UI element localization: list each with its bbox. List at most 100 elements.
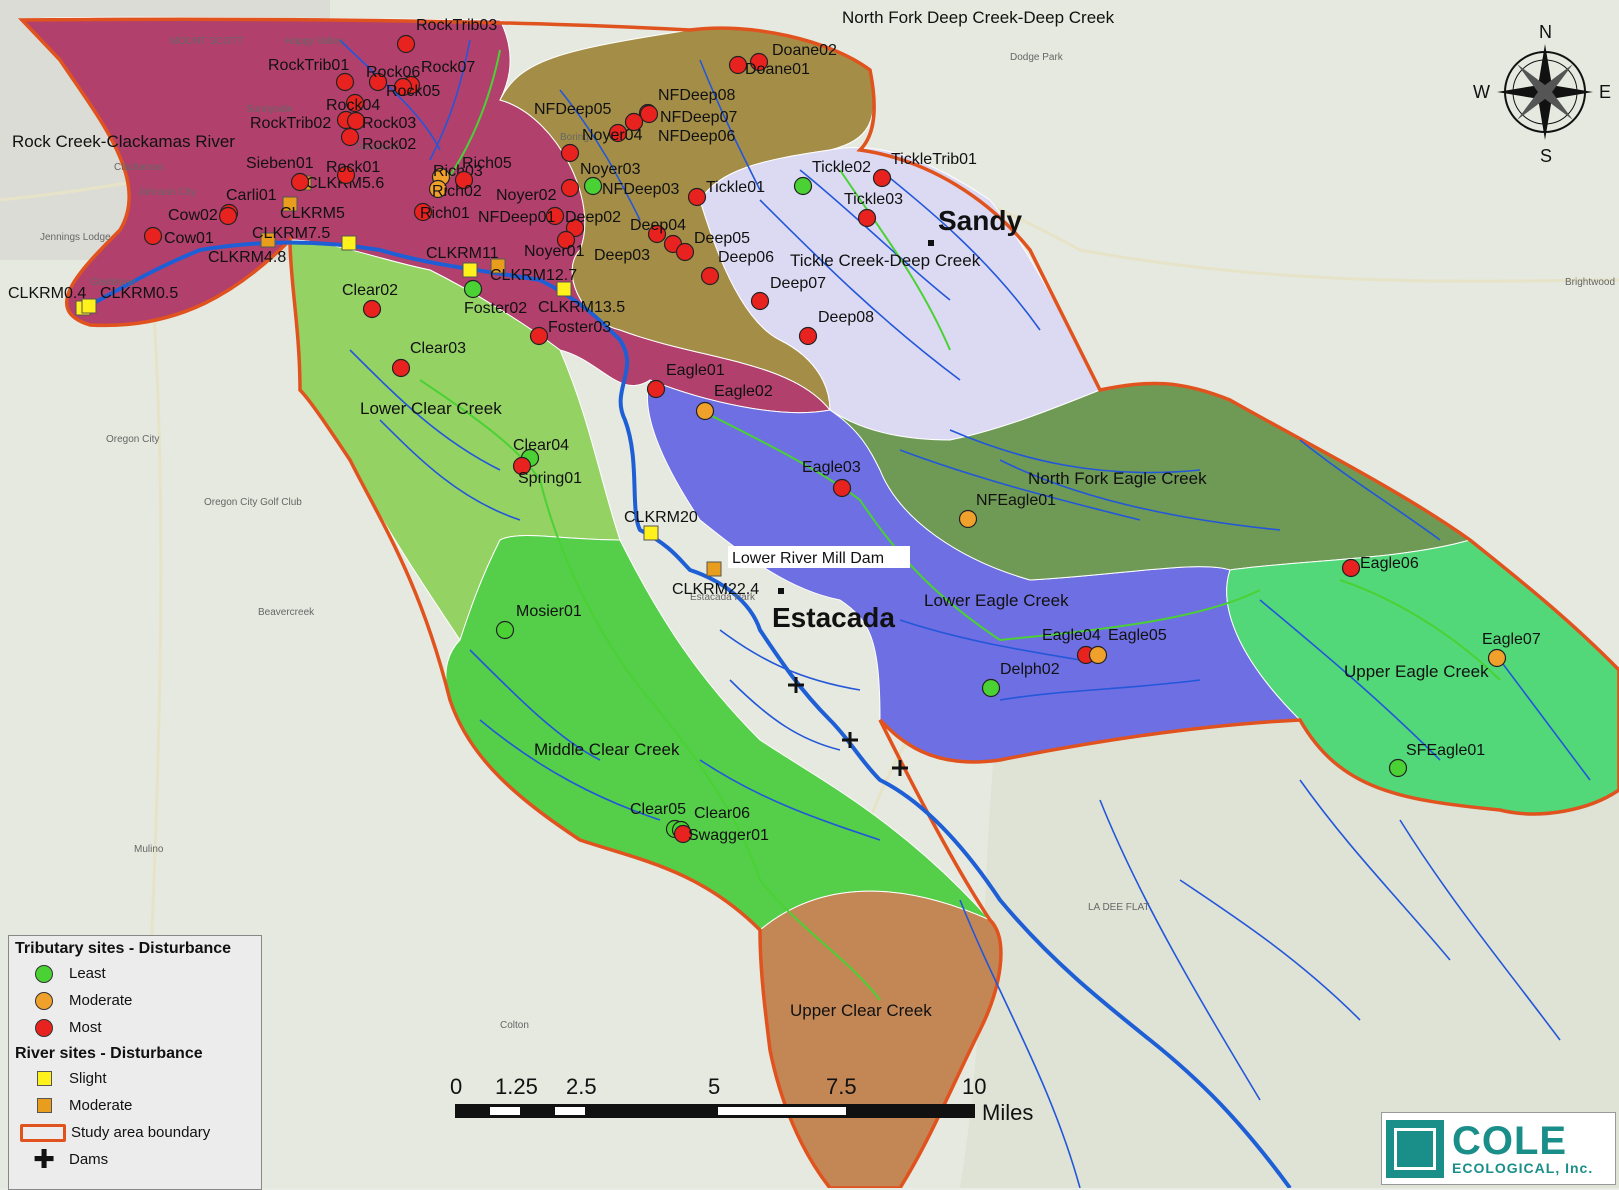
moderate-dot-icon [35, 991, 53, 1010]
basemap-label: Colton [500, 1020, 529, 1031]
tributary-site-label: SFEagle01 [1406, 742, 1485, 759]
tributary-site-label: Deep04 [630, 217, 686, 234]
tributary-site-marker [345, 93, 365, 113]
river-site-marker [556, 281, 572, 297]
legend-item: Moderate [9, 1092, 261, 1119]
tributary-site-marker [958, 509, 978, 529]
dam-label: Lower River Mill Dam [732, 550, 884, 567]
tributary-site-marker [391, 358, 411, 378]
tributary-site-marker [1388, 758, 1408, 778]
river-site-label: CLKRM20 [624, 509, 698, 526]
tributary-site-label: NFDeep08 [658, 87, 735, 104]
tributary-site-marker [545, 206, 565, 226]
tributary-site-label: Clear03 [410, 340, 466, 357]
river-site-label: CLKRM7.5 [252, 225, 330, 242]
tributary-site-label: Rock04 [326, 97, 380, 114]
dam-icon [842, 732, 858, 748]
scale-bar: 0 1.25 2.5 5 7.5 10 Miles [450, 1074, 1033, 1125]
tributary-site-marker [857, 208, 877, 228]
basemap-labels: Happy Valley MOUNT SCOTT Clackamas Johns… [40, 36, 1615, 1031]
region-label: Upper Clear Creek [790, 1001, 932, 1020]
basemap-label: Oregon City Golf Club [204, 497, 302, 508]
region-label: Rock Creek-Clackamas River [12, 132, 235, 151]
study-area-boundary [17, 17, 1619, 1188]
tributary-site-label: Tickle02 [812, 159, 871, 176]
tributary-site-marker [981, 678, 1001, 698]
tributary-site-marker [793, 176, 813, 196]
tributary-site-marker [336, 165, 356, 185]
basemap-label: Oregon City [106, 434, 159, 445]
basemap-label: Beavercreek [258, 607, 315, 618]
tributary-site-label: RockTrib03 [416, 17, 497, 34]
tributary-site-label: Clear05 [630, 801, 686, 818]
dam-icon [788, 677, 804, 693]
tributary-site-label: Tickle01 [706, 179, 765, 196]
tributary-site-label: Rock06 [366, 64, 420, 81]
legend-item: Most [9, 1014, 261, 1041]
tributary-site-label: Rock01 [326, 159, 380, 176]
basemap-label: Estacada Park [690, 592, 756, 603]
town-label-estacada: Estacada [772, 602, 895, 633]
least-dot-icon [35, 964, 53, 983]
tributary-site-label: Deep08 [818, 309, 874, 326]
scale-tick: 1.25 [495, 1074, 538, 1099]
basemap-label: MOUNT SCOTT [170, 36, 243, 47]
legend-label: Least [69, 965, 106, 982]
tributary-site-marker [218, 206, 238, 226]
tributary-site-label: Eagle06 [1360, 555, 1419, 572]
tributary-site-label: Eagle02 [714, 383, 773, 400]
tributary-site-label: Delph02 [1000, 661, 1060, 678]
moderate-square-icon [36, 1098, 52, 1113]
dams [788, 677, 908, 776]
scale-tick: 0 [450, 1074, 462, 1099]
river-site-label: CLKRM13.5 [538, 299, 625, 316]
tributary-site-label: Clear06 [694, 805, 750, 822]
tributary-site-marker [798, 326, 818, 346]
scale-unit: Miles [982, 1100, 1033, 1125]
tributary-site-marker [529, 326, 549, 346]
tributary-site-label: Deep03 [594, 247, 650, 264]
river-site-marker [341, 235, 357, 251]
tributary-site-label: NFDeep07 [660, 109, 737, 126]
tributary-site-marker [1487, 648, 1507, 668]
tributary-site-marker [463, 279, 483, 299]
tributary-site-label: Noyer04 [582, 127, 643, 144]
most-dot-icon [35, 1018, 53, 1037]
tributary-site-label: RockTrib01 [268, 57, 349, 74]
tributary-site-label: NFDeep05 [534, 101, 611, 118]
tributary-site-label: Deep06 [718, 249, 774, 266]
basemap-label: Johnson City [138, 187, 196, 198]
tributary-site-marker [512, 456, 532, 476]
basemap-label: Brightwood [1565, 277, 1615, 288]
tributary-site-marker [639, 104, 659, 124]
streams [339, 39, 1591, 1188]
tributary-site-label: Clear04 [513, 437, 569, 454]
legend-item: Moderate [9, 987, 261, 1014]
river-site-marker [81, 298, 97, 314]
tributary-site-marker [1341, 558, 1361, 578]
scale-tick: 7.5 [826, 1074, 857, 1099]
region-labels: Rock Creek-Clackamas River North Fork De… [12, 8, 1489, 1020]
tributary-site-marker [695, 401, 715, 421]
scale-tick: 2.5 [566, 1074, 597, 1099]
tributary-site-marker [750, 291, 770, 311]
tributary-site-marker [556, 230, 576, 250]
town-label-sandy: Sandy [938, 205, 1022, 236]
tributary-site-label: TickleTrib01 [891, 151, 977, 168]
tributary-site-marker [428, 179, 448, 199]
tributary-site-label: Rich05 [462, 155, 512, 172]
tributary-site-marker [143, 226, 163, 246]
legend-label: Most [69, 1019, 102, 1036]
tributary-site-marker [454, 170, 474, 190]
slight-square-icon [36, 1071, 52, 1086]
tributary-site-label: Rich01 [420, 205, 470, 222]
boundary-line-icon [20, 1123, 66, 1142]
tributary-site-label: Mosier01 [516, 603, 582, 620]
tributary-site-marker [346, 111, 366, 131]
tributary-site-label: Carli01 [226, 187, 277, 204]
tributary-site-marker [700, 266, 720, 286]
tributary-site-label: Deep07 [770, 275, 826, 292]
tributary-site-label: Swagger01 [688, 827, 769, 844]
river-site-label: CLKRM4.8 [208, 249, 286, 266]
river-site-label: CLKRM12.7 [490, 267, 577, 284]
